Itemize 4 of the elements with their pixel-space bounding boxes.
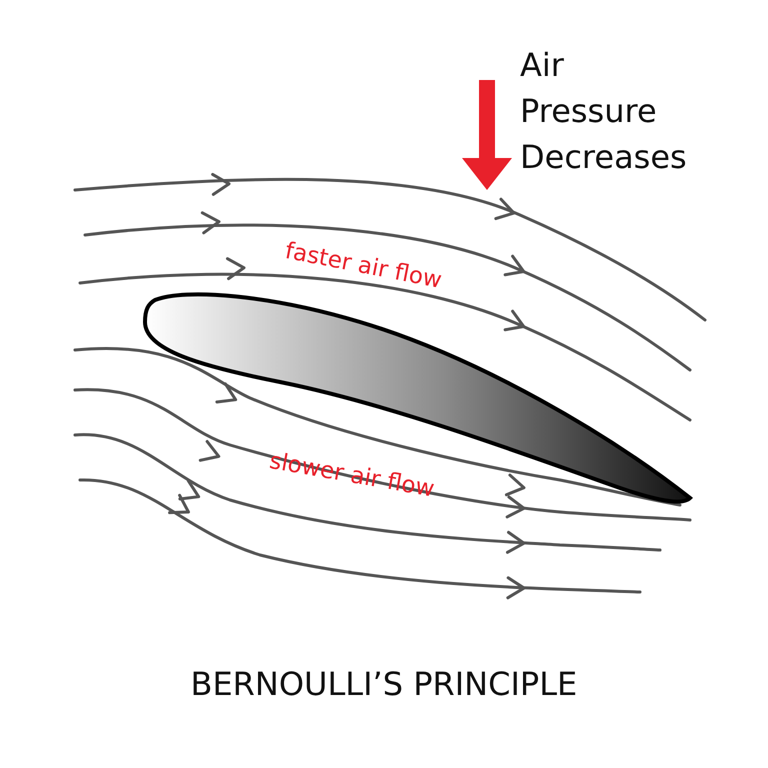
- flow-label: faster air flow: [283, 238, 444, 294]
- diagram-title: BERNOULLI’S PRINCIPLE: [190, 665, 578, 703]
- flow-label: slower air flow: [267, 448, 436, 503]
- pressure-note: Air Pressure Decreases: [520, 45, 687, 178]
